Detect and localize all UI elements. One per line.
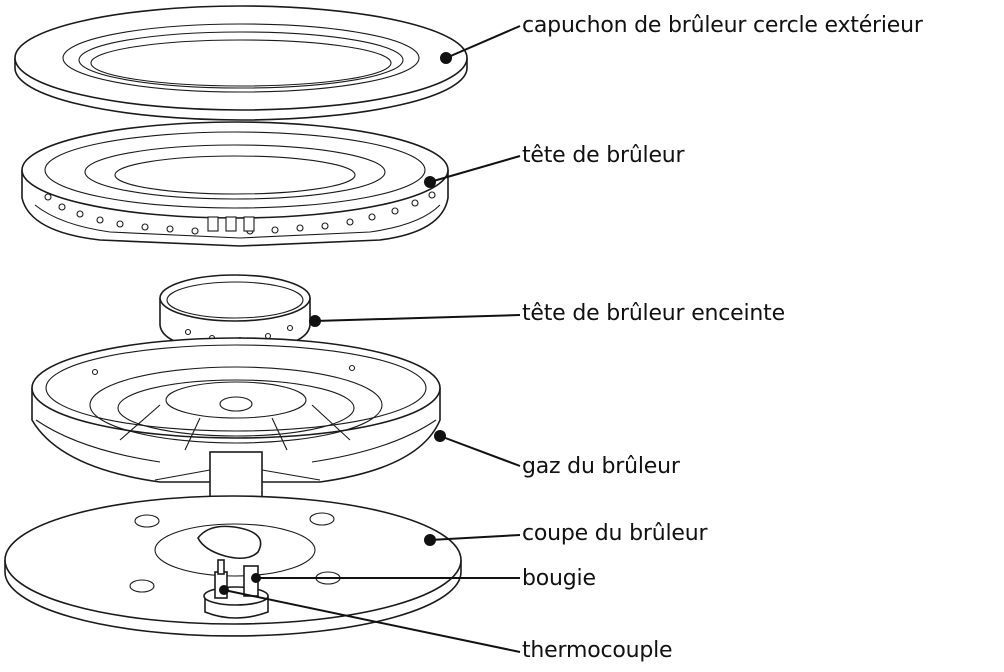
leader-burner-gas (439, 435, 521, 467)
label-burner-gas: gaz du brûleur (522, 454, 680, 479)
leader-thermocouple (223, 589, 521, 653)
label-outer-ring-cap: capuchon de brûleur cercle extérieur (522, 13, 923, 38)
leader-burner-head (429, 155, 521, 183)
leader-outer-ring-cap (445, 25, 521, 59)
label-inner-burner-head: tête de brûleur enceinte (522, 301, 785, 326)
label-spark-plug: bougie (522, 566, 596, 591)
label-burner-head: tête de brûleur (522, 143, 685, 168)
burner-head-part (21, 121, 449, 247)
label-burner-cup: coupe du brûleur (522, 521, 708, 546)
outer-ring-cap-part (14, 5, 468, 121)
burner-head-holes (44, 191, 436, 235)
label-thermocouple: thermocouple (522, 638, 673, 663)
burner-cup-part (4, 495, 462, 637)
leader-burner-cup (429, 534, 521, 541)
burner-gas-part (31, 337, 441, 499)
leader-inner-burner-head (314, 314, 521, 322)
